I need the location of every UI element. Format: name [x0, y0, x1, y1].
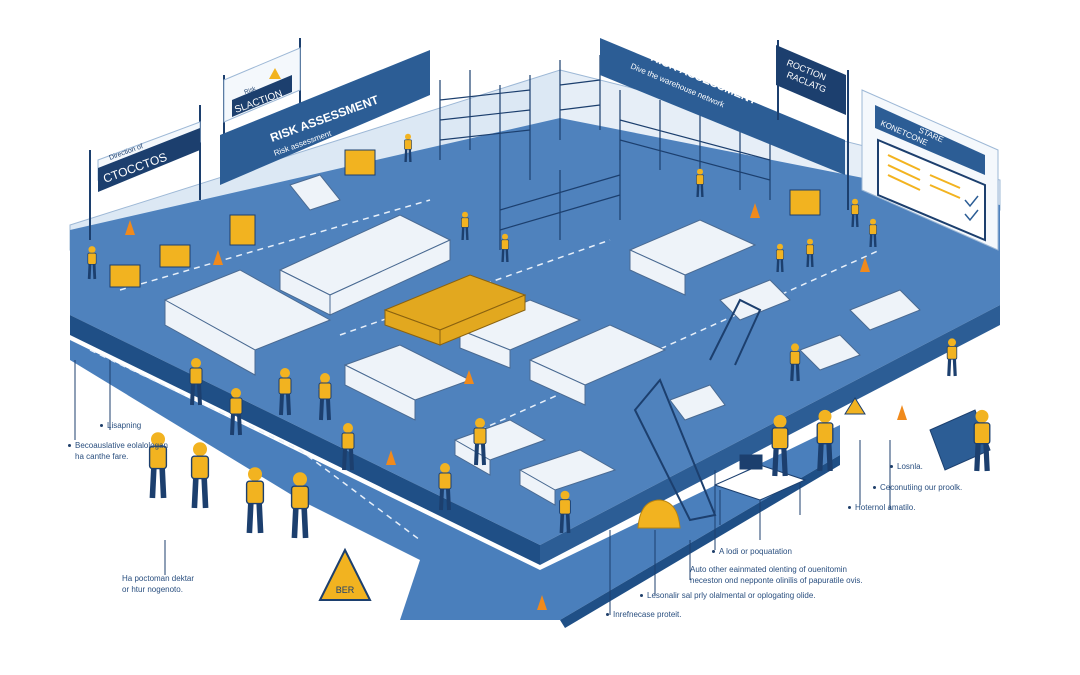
worker-figure: [501, 233, 509, 263]
worker-figure: [245, 467, 265, 534]
annotation: Auto other eainmated olenting of ouenito…: [690, 565, 863, 585]
hard-hat-icon: [637, 499, 681, 529]
storage-racks: [439, 55, 771, 250]
small-warning-icon: [844, 397, 866, 415]
callout-lines: [74, 360, 891, 615]
annotation: Inrefnecase proteit.: [606, 609, 681, 620]
worker-figure: [473, 418, 487, 466]
worker-figure: [973, 409, 991, 472]
annotation: Lesonalir sal prly olalmental or oplogat…: [640, 590, 816, 601]
worker-figure: [946, 338, 958, 377]
workers: [87, 133, 991, 539]
annotation: Lisapning: [100, 420, 141, 431]
worker-figure: [776, 243, 784, 273]
walkway: [70, 340, 840, 620]
worker-figure: [87, 246, 97, 280]
worker-figure: [816, 409, 834, 472]
annotation: Losnla.: [890, 461, 923, 472]
worker-figure: [278, 368, 292, 416]
gold-pallet: [383, 274, 527, 346]
warning-sign-text: BER: [336, 585, 355, 595]
floor-edge-front-left: [70, 315, 540, 565]
pallet-stacks: [163, 174, 921, 506]
status-board: STARE KONETCONE: [861, 89, 999, 251]
worker-figure: [148, 432, 168, 499]
worker-figure: [341, 423, 355, 471]
worker-figure: [190, 442, 210, 509]
svg-text:Risk: Risk: [244, 86, 258, 96]
worker-figure: [404, 133, 412, 163]
ladder-icon: [709, 298, 762, 366]
sign-direction: Direction of CTOCCTOS: [89, 105, 201, 240]
worker-figure: [290, 472, 310, 539]
worker-figure: [438, 463, 452, 511]
worker-figure: [189, 358, 203, 406]
worker-figure: [869, 218, 877, 248]
forklift-icon: [109, 149, 821, 288]
checkmark-icon: [964, 195, 979, 222]
worker-figure: [696, 168, 704, 198]
warning-icon: [269, 68, 281, 79]
annotation: Ceconutiing our proolk.: [873, 482, 962, 493]
sign-slaction: Risk SLACTION: [223, 38, 301, 150]
worker-figure: [559, 490, 571, 534]
worker-figure: [229, 388, 243, 436]
worker-figure: [771, 414, 789, 477]
worker-figure: [806, 238, 814, 268]
worker-figure: [318, 373, 332, 421]
worker-figure: [851, 198, 859, 228]
walkway-edge: [560, 455, 840, 628]
annotation: A lodi or poquatation: [712, 546, 792, 557]
annotation: Hoternol amatilo.: [848, 502, 915, 513]
warning-sign-icon: [318, 547, 372, 601]
worker-figure: [789, 343, 801, 382]
worker-figure: [461, 211, 469, 241]
